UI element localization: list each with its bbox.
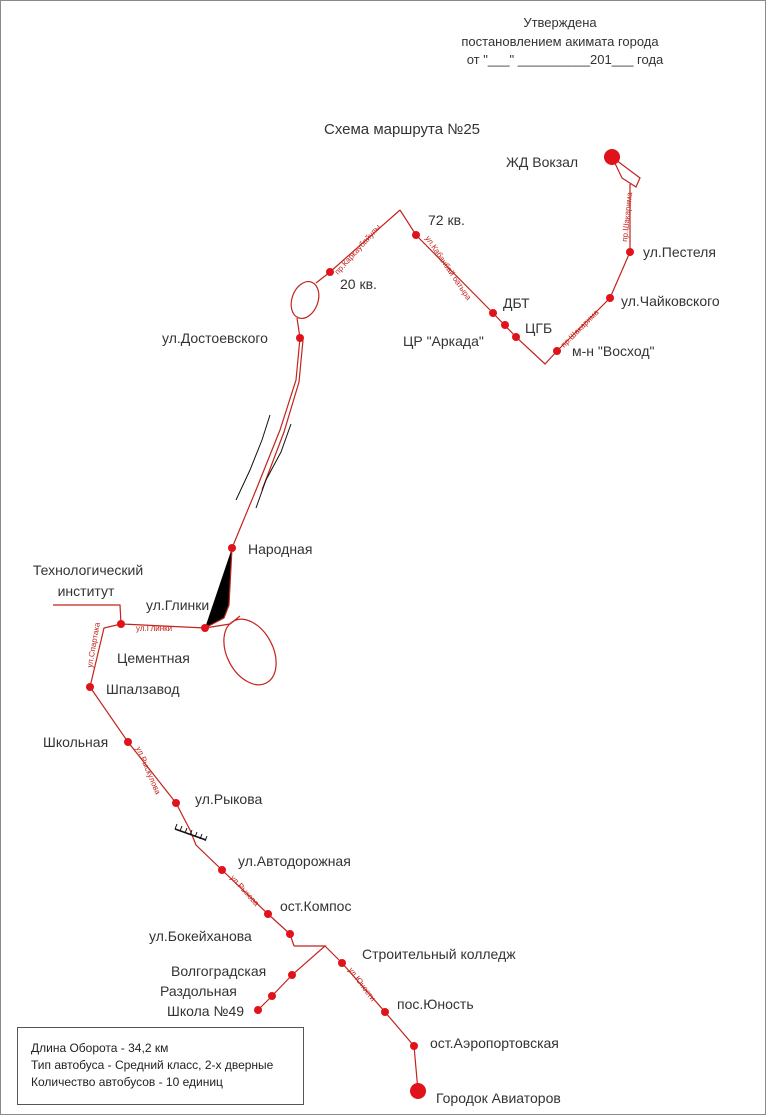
stop-marker (489, 309, 497, 317)
stop-marker (228, 544, 236, 552)
terminal-marker (604, 149, 620, 165)
street-label-yunosti: ул.Юности (346, 966, 377, 1003)
street-label-shakarima-top: пр.Шакарима (620, 191, 634, 242)
stop-label-gorodok: Городок Авиаторов (436, 1090, 561, 1106)
route-line (53, 156, 641, 1092)
stop-marker (254, 1006, 262, 1014)
stop-label-shkolnaya: Школьная (43, 734, 108, 750)
stop-label-narodnaya: Народная (248, 541, 312, 557)
stop-label-tsgb: ЦГБ (525, 320, 552, 336)
stop-label-arkada: ЦР "Аркада" (403, 333, 484, 349)
stop-marker (218, 866, 226, 874)
stop-marker (268, 992, 276, 1000)
stop-label-cementnaya: Цементная (117, 650, 190, 666)
stop-label-rykova: ул.Рыкова (195, 791, 263, 807)
stop-labels: ЖД Вокзал ул.Пестеля ул.Чайковского м-н … (33, 154, 720, 1106)
street-label-karkaraly: пр.Каркаубайулы (333, 222, 383, 276)
stop-marker (326, 268, 334, 276)
stop-label-stroitelny: Строительный колледж (362, 946, 516, 962)
stop-marker (124, 738, 132, 746)
street-label-kabanbai: ул.Кабанбай батыра (423, 234, 473, 302)
stop-label-72kv: 72 кв. (428, 212, 465, 228)
stop-label-volgogradskaya: Волгоградская (171, 963, 266, 979)
stop-marker (286, 930, 294, 938)
stop-marker (172, 799, 180, 807)
map-title: Схема маршрута №25 (324, 121, 480, 138)
stop-marker (381, 1008, 389, 1016)
stop-marker (501, 321, 509, 329)
stop-marker (626, 248, 634, 256)
bus-count: Количество автобусов - 10 единиц (31, 1075, 223, 1089)
stop-markers (86, 149, 634, 1099)
route-info-box: Длина Оборота - 34,2 км Тип автобуса - С… (17, 1027, 304, 1105)
stop-marker (606, 294, 614, 302)
stop-label-chaikovskogo: ул.Чайковского (621, 293, 720, 309)
stop-marker (338, 959, 346, 967)
stop-marker (410, 1042, 418, 1050)
stop-label-tech-inst-2: институт (58, 583, 115, 599)
stop-label-pestelya: ул.Пестеля (643, 244, 716, 260)
stop-label-razdolnaya: Раздольная (160, 983, 237, 999)
street-label-glinki: ул.Глинки (136, 624, 172, 633)
stop-marker (201, 624, 209, 632)
stop-marker (296, 334, 304, 342)
stop-marker (553, 347, 561, 355)
stop-label-shkola49: Школа №49 (167, 1003, 244, 1019)
bus-type: Тип автобуса - Средний класс, 2-х дверны… (31, 1058, 274, 1072)
stop-label-glinki: ул.Глинки (146, 597, 209, 613)
terminal-marker (410, 1083, 426, 1099)
stop-label-tech-inst-1: Технологический (33, 562, 143, 578)
stop-label-shpalzavod: Шпалзавод (106, 681, 180, 697)
stop-marker (117, 620, 125, 628)
stop-marker (86, 683, 94, 691)
approval-line-3: от "___" __________201___ года (467, 52, 664, 67)
stop-label-20kv: 20 кв. (340, 276, 377, 292)
stop-label-voskhod: м-н "Восход" (572, 343, 654, 359)
stop-label-kompos: ост.Компос (280, 898, 351, 914)
stop-marker (288, 971, 296, 979)
stop-label-yunost: пос.Юность (397, 996, 474, 1012)
stop-label-dbt: ДБТ (503, 295, 530, 311)
street-label-ryskulova: ул.Рыскулова (134, 745, 162, 796)
stop-marker (512, 333, 520, 341)
stop-label-dostoevskogo: ул.Достоевского (162, 330, 268, 346)
stop-label-bokeykhanova: ул.Бокейханова (149, 928, 252, 944)
route-length: Длина Оборота - 34,2 км (31, 1041, 169, 1055)
stop-label-avtodorozhnaya: ул.Автодорожная (238, 853, 351, 869)
approval-line-1: Утверждена (523, 15, 597, 30)
stop-label-aeroportovskaya: ост.Аэропортовская (430, 1035, 559, 1051)
stop-marker (264, 910, 272, 918)
stop-marker (412, 231, 420, 239)
stop-label-zhd-vokzal: ЖД Вокзал (506, 154, 578, 170)
street-label-rykova: ул.Рыкова (229, 873, 262, 908)
approval-line-2: постановлением акимата города (461, 34, 659, 49)
